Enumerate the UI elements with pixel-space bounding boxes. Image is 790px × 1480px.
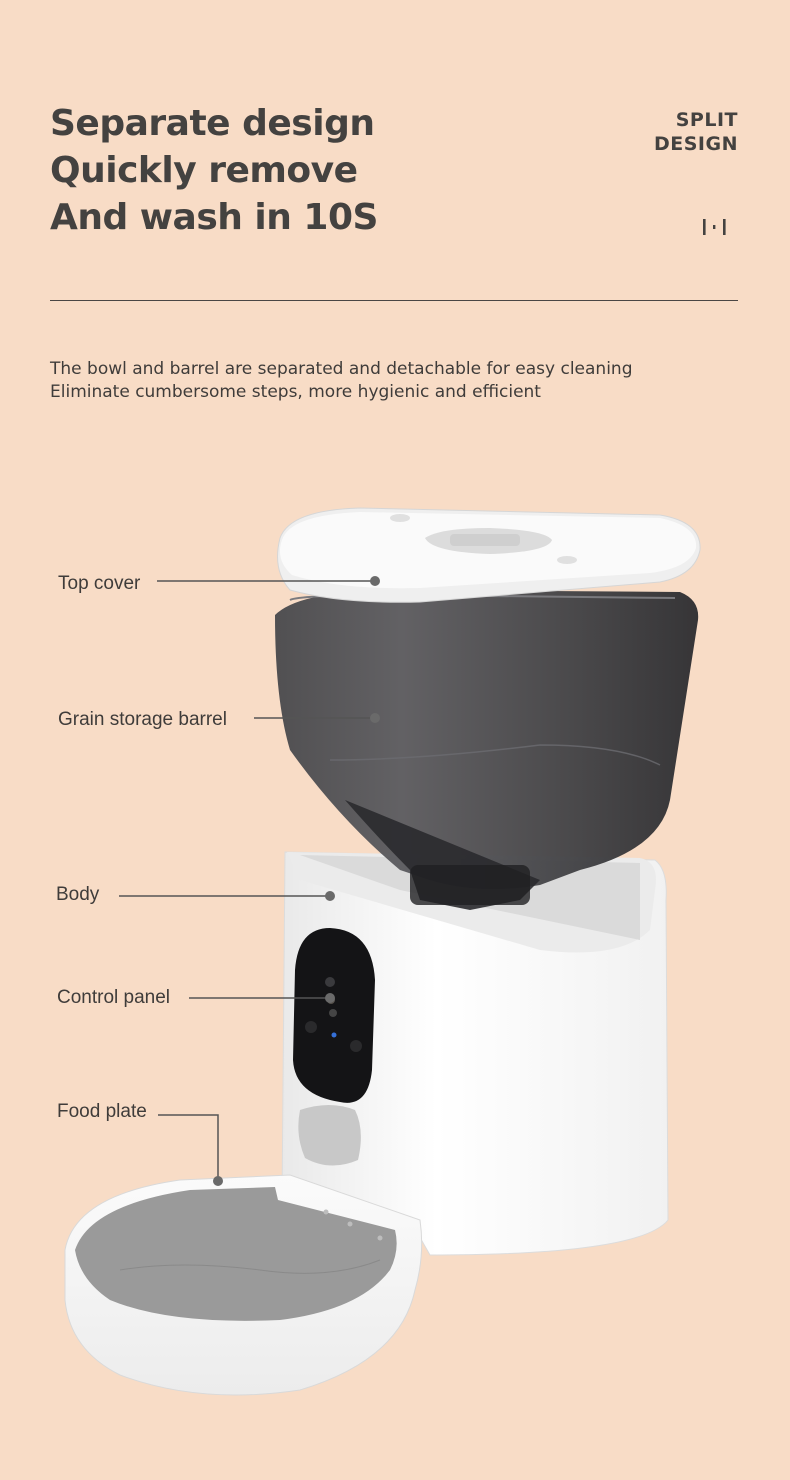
- label-top-cover: Top cover: [58, 573, 141, 594]
- headline: Separate design Quickly remove And wash …: [50, 100, 378, 241]
- description-line-1: The bowl and barrel are separated and de…: [50, 359, 633, 379]
- roman-numeral-two-icon: [703, 219, 726, 235]
- badge-line-1: SPLIT: [675, 109, 738, 131]
- headline-line-2: Quickly remove: [50, 150, 358, 191]
- top-cover: [277, 507, 701, 603]
- callout-lines: [119, 580, 372, 1180]
- label-grain-storage-barrel: Grain storage barrel: [58, 709, 227, 730]
- description-line-2: Eliminate cumbersome steps, more hygieni…: [50, 382, 541, 402]
- split-design-badge: SPLIT DESIGN: [654, 108, 738, 156]
- description: The bowl and barrel are separated and de…: [50, 358, 633, 404]
- food-plate: [64, 1174, 423, 1396]
- callout-dots: [213, 576, 380, 1186]
- divider: [50, 300, 738, 301]
- label-food-plate: Food plate: [57, 1101, 147, 1122]
- pet-feeder-illustration: [64, 507, 701, 1396]
- feeder-body: [281, 851, 669, 1256]
- headline-line-1: Separate design: [50, 103, 375, 144]
- label-body: Body: [56, 884, 100, 905]
- headline-line-3: And wash in 10S: [50, 197, 378, 238]
- badge-line-2: DESIGN: [653, 133, 738, 155]
- label-control-panel: Control panel: [57, 987, 171, 1008]
